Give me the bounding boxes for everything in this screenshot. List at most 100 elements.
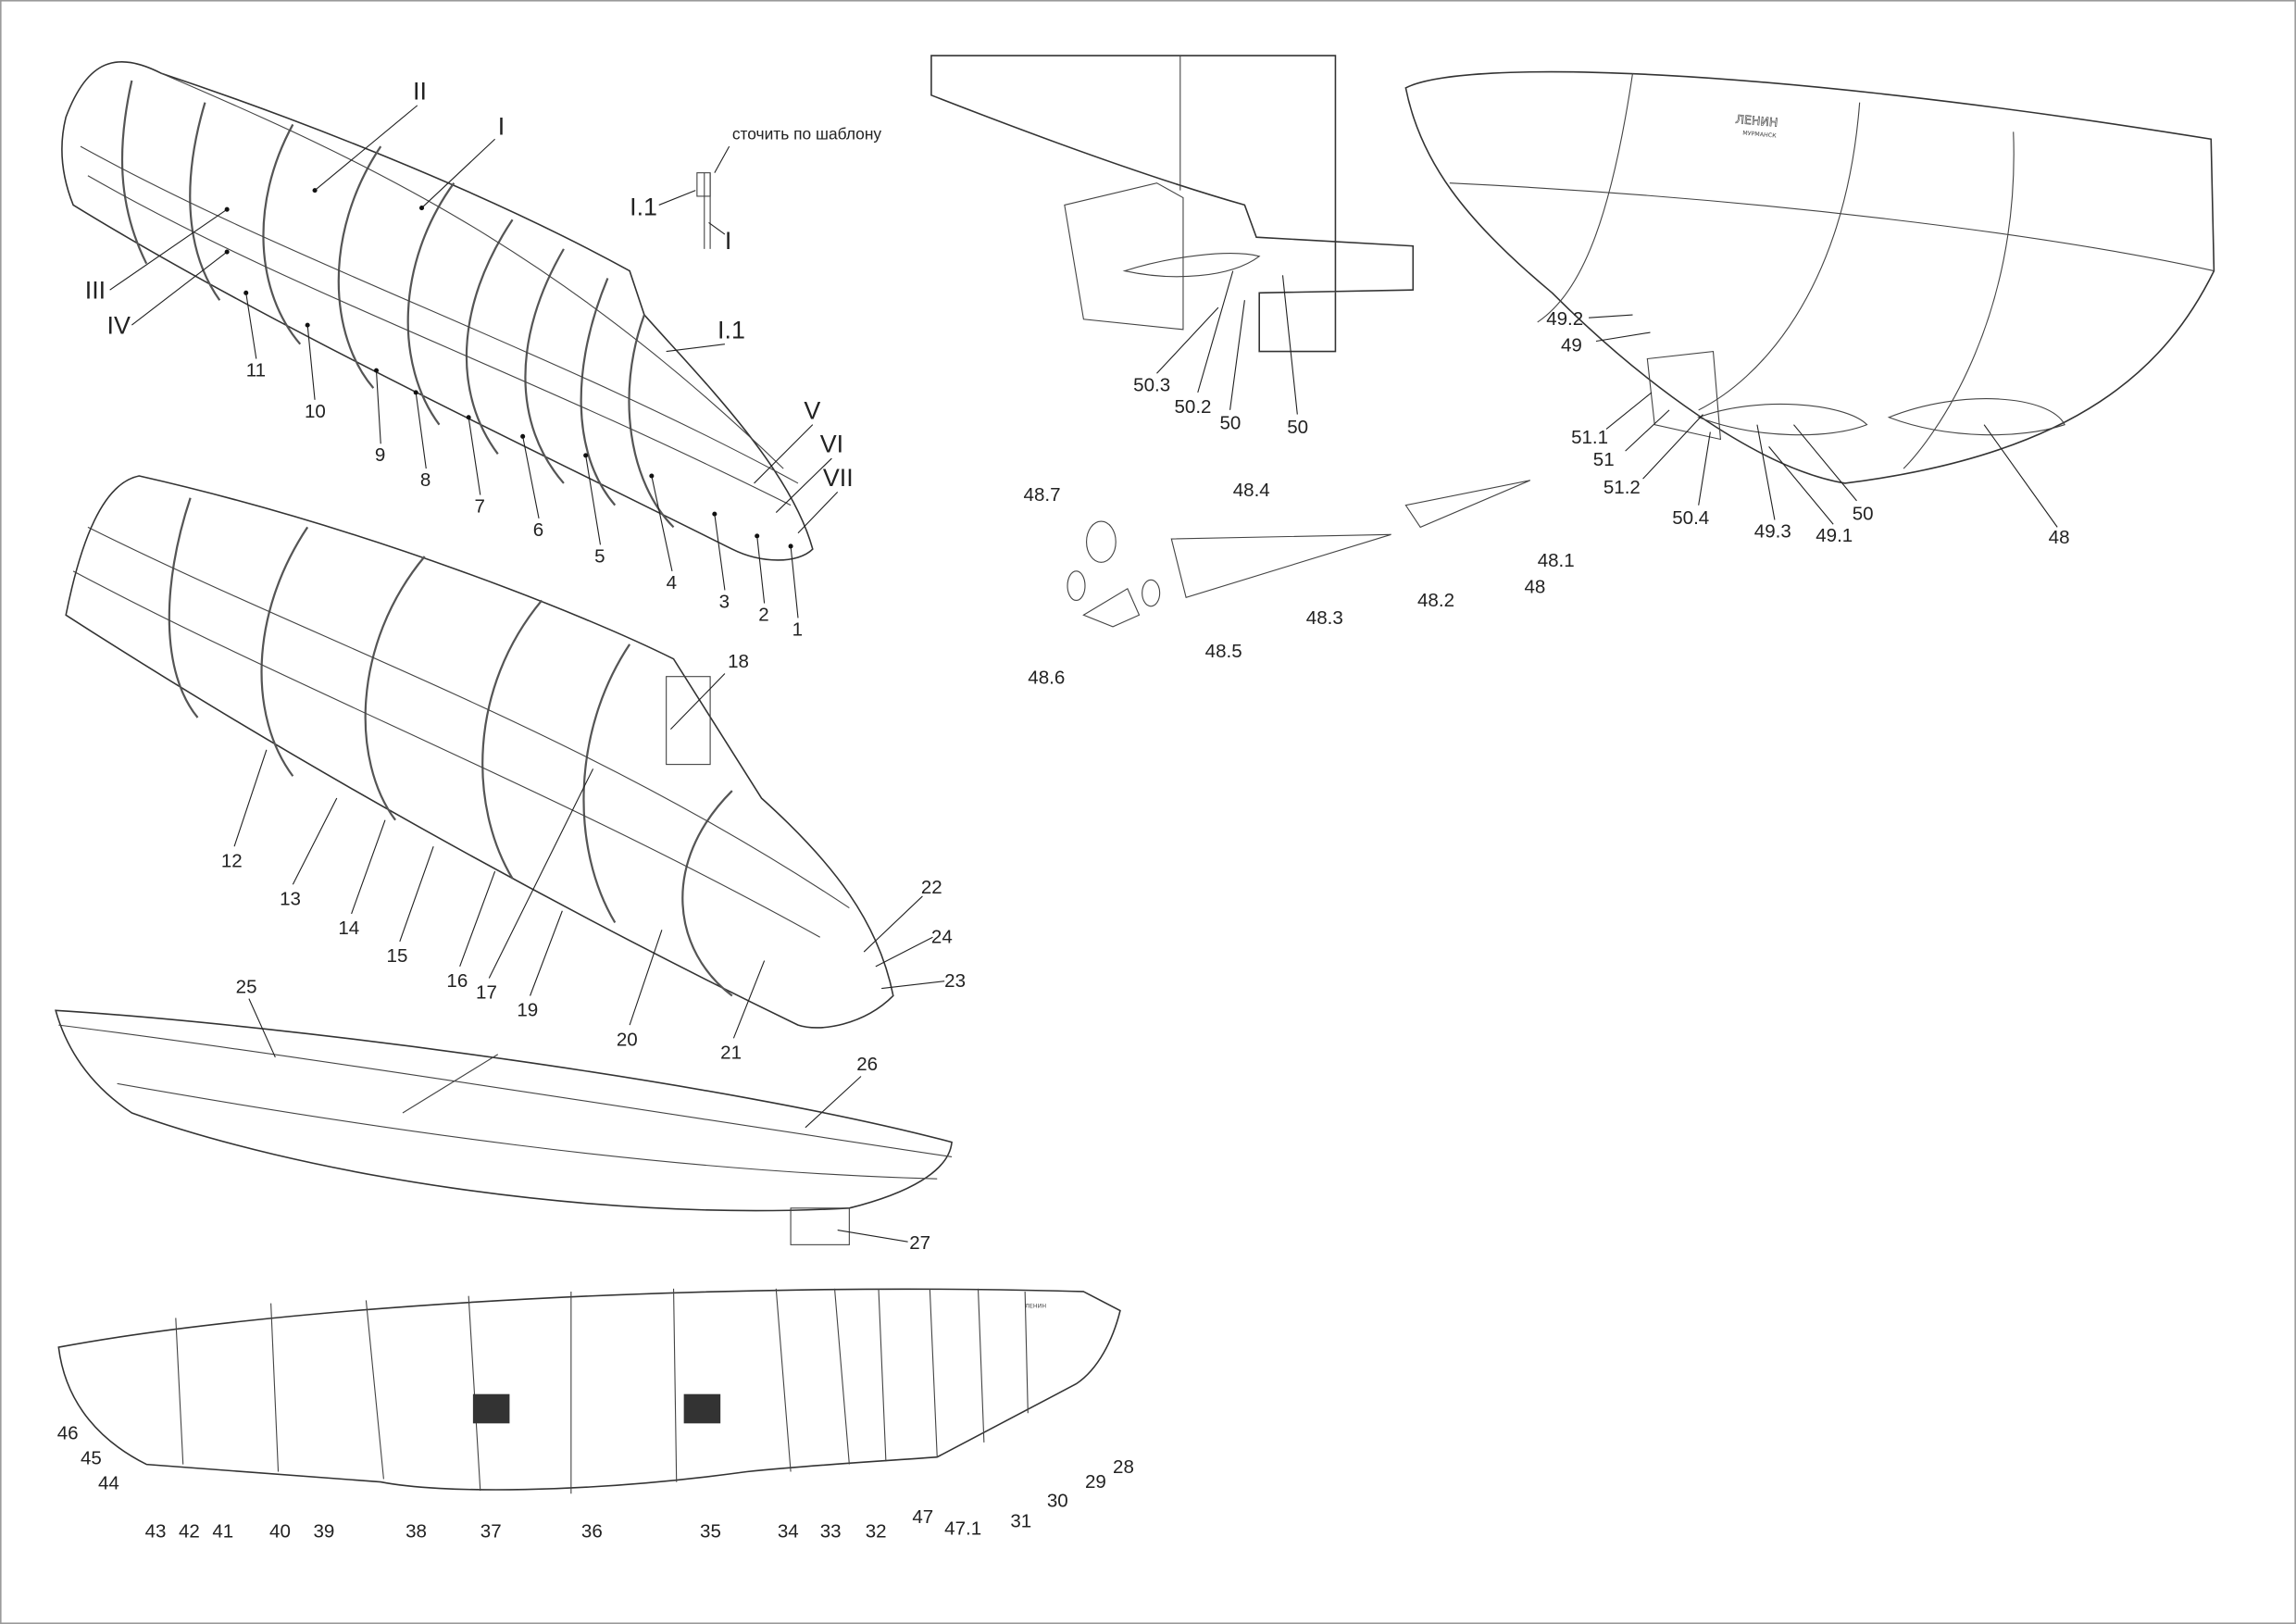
part-label: 42	[179, 1521, 200, 1543]
stage2-frame-assembly	[65, 475, 894, 1029]
note-machine-by-template: сточить по шаблону	[732, 124, 882, 143]
part-label: 37	[480, 1521, 502, 1543]
part-label: 50.4	[1672, 507, 1709, 529]
part-label: VII	[823, 464, 854, 492]
part-label: III	[85, 277, 106, 305]
part-label: 4	[667, 572, 677, 593]
part-label: V	[804, 396, 820, 424]
part-label: 36	[581, 1521, 603, 1543]
part-label: 24	[931, 927, 953, 948]
part-label: 48.4	[1233, 480, 1270, 501]
part-label: 50	[1853, 503, 1874, 524]
part-label: 33	[820, 1521, 842, 1543]
part-label: 51.1	[1571, 427, 1608, 448]
stage3-deck-assembly	[55, 1009, 953, 1245]
part-label: 48.2	[1417, 590, 1454, 611]
part-label: 43	[145, 1521, 167, 1543]
stern-detail-labels: 50.3 50.2 50 50	[1133, 270, 1308, 438]
part-label: 49.1	[1816, 525, 1853, 546]
part-label: 48	[1524, 577, 1545, 598]
part-label: 9	[375, 444, 385, 466]
part-label: 45	[81, 1448, 102, 1469]
part-label: 25	[236, 976, 257, 997]
part-label: 32	[866, 1521, 887, 1543]
part-label: 27	[909, 1232, 930, 1254]
part-label: 3	[719, 591, 730, 612]
stage4-hull-side: ЛЕНИН	[57, 1288, 1121, 1494]
part-label: VI	[820, 431, 843, 458]
detail-label-i: I	[725, 227, 731, 255]
part-label: I	[498, 113, 505, 141]
part-label: 49	[1561, 335, 1582, 356]
part-label: I.1	[718, 316, 745, 344]
part-label: 50.2	[1174, 396, 1211, 418]
part-label: 15	[387, 945, 408, 967]
part-label: 48.6	[1028, 668, 1065, 689]
part-label: 34	[778, 1521, 799, 1543]
part-label: 7	[474, 496, 484, 518]
side-ship-name: ЛЕНИН	[1025, 1303, 1046, 1309]
part-label: 48	[2049, 527, 2070, 548]
stern-detail	[930, 55, 1415, 353]
part-label: 41	[212, 1521, 233, 1543]
part-label: 30	[1047, 1490, 1068, 1511]
part-label: 48.7	[1024, 484, 1061, 506]
part-label: 28	[1113, 1456, 1134, 1478]
part-label: 23	[944, 970, 966, 992]
part-label: 50.3	[1133, 374, 1170, 395]
ship-name-logo: ЛЕНИН	[1735, 112, 1778, 130]
stage1-detail: I.1 I сточить по шаблону	[630, 124, 881, 255]
part-label: 48.1	[1538, 550, 1575, 571]
part-label: 2	[758, 605, 768, 626]
part-label: 51	[1593, 449, 1615, 470]
part-label: 16	[446, 970, 468, 992]
part-label: 50	[1287, 417, 1308, 438]
part-label: 19	[517, 1000, 538, 1021]
part-label: 1	[792, 618, 803, 640]
part-label: 48.3	[1306, 607, 1343, 629]
part-label: 11	[246, 359, 266, 381]
part-label: 47	[912, 1506, 933, 1528]
stern-perspective-labels: 49.2 49 51.1 51 51.2 50.4 49.3 49.1 50 4…	[1546, 308, 2069, 548]
part-label: 8	[420, 469, 430, 491]
stern-perspective: ЛЕНИН МУРМАНСК	[1404, 70, 2215, 484]
part-label: 47.1	[944, 1518, 981, 1540]
stage1-labels: II I III IV 11 10 9 8 7 6 5 4 3 2 1 V VI…	[85, 78, 854, 641]
propeller-parts	[1067, 480, 1531, 628]
part-label: 49.3	[1754, 520, 1791, 542]
home-port-logo: МУРМАНСК	[1742, 131, 1777, 140]
part-label: 13	[280, 888, 301, 909]
stage3-labels: 25 26 27	[236, 976, 930, 1254]
part-label: IV	[106, 312, 130, 340]
part-label: 31	[1010, 1511, 1031, 1532]
part-label: 21	[720, 1043, 742, 1064]
part-label: 51.2	[1603, 477, 1641, 498]
part-label: 10	[305, 401, 326, 422]
part-label: 44	[98, 1472, 119, 1493]
part-label: 26	[856, 1054, 878, 1075]
stage1-frame-assembly	[61, 61, 814, 561]
part-label: 17	[476, 982, 497, 1004]
part-label: 22	[921, 877, 942, 898]
part-label: 6	[533, 519, 543, 541]
part-label: 12	[221, 850, 243, 871]
part-label: 14	[338, 918, 359, 939]
stage4-labels: 46 45 44 43 42 41 40 39 38 37 36 35 34 3…	[57, 1423, 1134, 1543]
part-label: 38	[406, 1521, 427, 1543]
part-label: 40	[269, 1521, 291, 1543]
part-label: 35	[700, 1521, 721, 1543]
part-label: 20	[617, 1029, 638, 1050]
propeller-parts-labels: 48.7 48.4 48.3 48.5 48.6 48.2 48 48.1	[1024, 480, 1575, 688]
part-label: 29	[1085, 1471, 1106, 1493]
part-label: II	[413, 78, 427, 106]
part-label: 49.2	[1546, 308, 1583, 330]
part-label: 50	[1219, 412, 1241, 433]
part-label: 39	[313, 1521, 334, 1543]
detail-label-i1: I.1	[630, 193, 657, 220]
part-label: 18	[728, 651, 749, 672]
part-label: 5	[594, 545, 605, 567]
part-label: 48.5	[1205, 641, 1242, 662]
